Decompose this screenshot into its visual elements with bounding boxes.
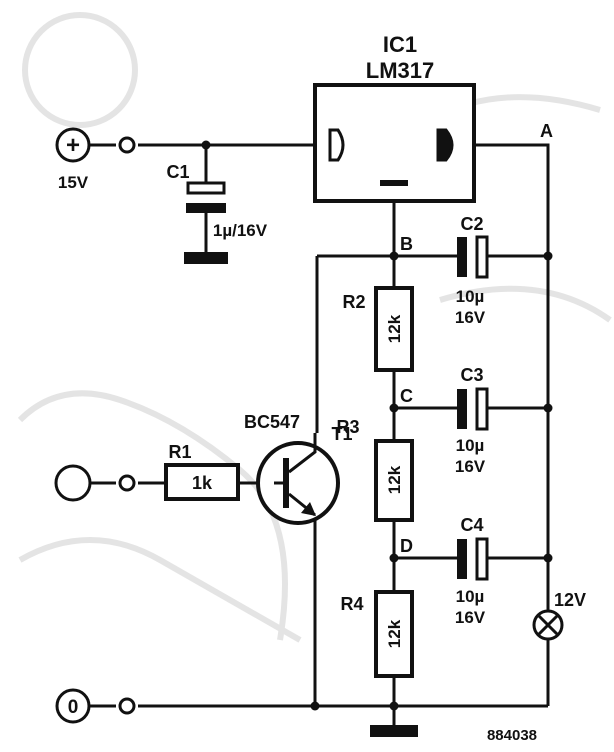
capacitor-c4: C4 10µ 16V [455,515,489,627]
ic1-regulator: IC1 LM317 [313,32,476,203]
lamp: 12V [532,590,586,641]
c4-voltage: 16V [455,608,486,627]
ic1-output-pin-icon [436,128,454,162]
node-b-label: B [400,234,413,254]
c1-value: 1µ/16V [213,221,268,240]
capacitor-c1: C1 1µ/16V [166,162,268,264]
ground-bar-main [370,725,418,737]
ic1-input-pin-icon [328,128,345,162]
lamp-label: 12V [554,590,586,610]
c3-value: 10µ [456,436,485,455]
supply-connector-icon [118,136,136,154]
t1-ref: T1 [331,424,352,444]
resistor-r2: 12k R2 [342,286,414,372]
ic1-ref: IC1 [383,32,417,57]
node-d-label: D [400,536,413,556]
capacitor-c3: C3 10µ 16V [455,365,489,476]
emitter-arrow-icon [301,502,316,516]
c3-voltage: 16V [455,457,486,476]
node-a-label: A [540,121,553,141]
ic1-adjust-pin-icon [380,180,408,186]
r1-ref: R1 [168,442,191,462]
node-c-label: C [400,386,413,406]
r2-value: 12k [385,314,404,343]
t1-part: BC547 [244,412,300,432]
supply-terminal: + 15V [55,127,136,192]
capacitor-c2: C2 10µ 16V [455,214,489,327]
input-connector-icon [118,474,136,492]
ground-bar-c1 [184,252,228,264]
c4-value: 10µ [456,587,485,606]
ground-terminal-label: 0 [68,697,79,718]
transistor-t1: BC547 T1 [244,412,353,525]
resistor-r4: 12k R4 [340,590,414,678]
c4-ref: C4 [460,515,483,535]
r4-value: 12k [385,619,404,648]
c3-ref: C3 [460,365,483,385]
supply-label: 15V [58,173,89,192]
resistor-r3: 12k R3 [336,417,414,522]
r3-value: 12k [385,465,404,494]
ic1-part: LM317 [366,58,434,83]
ground-connector-icon [118,697,136,715]
r2-ref: R2 [342,292,365,312]
junctions [201,140,553,711]
resistor-r1: 1k R1 [164,442,240,501]
figure-number: 884038 [487,727,537,744]
c2-voltage: 16V [455,308,486,327]
lamp-cross-icon [536,613,560,637]
c2-value: 10µ [456,287,485,306]
r1-value: 1k [192,473,213,493]
input-terminal [54,464,136,502]
ground-terminal: 0 [55,688,136,724]
r4-ref: R4 [340,594,363,614]
r3-ref: R3 [336,417,359,437]
c2-ref: C2 [460,214,483,234]
c1-ref: C1 [166,162,189,182]
plus-icon: + [66,132,80,159]
